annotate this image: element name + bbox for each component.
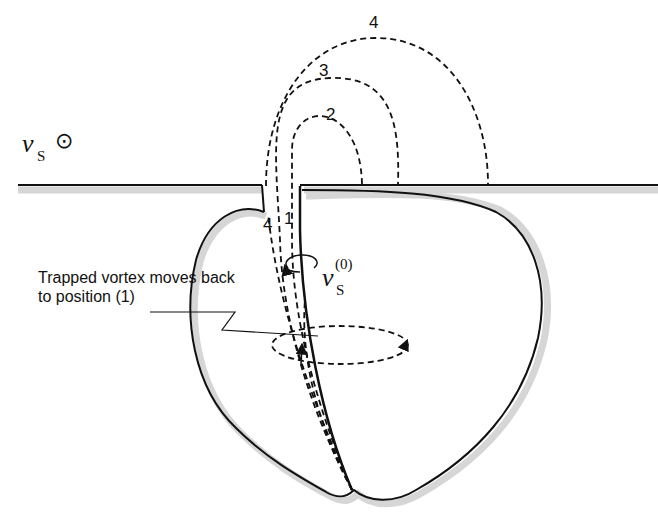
velocity-superscript: (0) xyxy=(335,256,353,273)
velocity-symbol: v xyxy=(22,130,34,159)
out-of-page-symbol: ⊙ xyxy=(55,129,73,153)
callout-number: 4 xyxy=(263,216,272,235)
callout-number: 4 xyxy=(369,14,378,33)
annotation-note: Trapped vortex moves back to position (1… xyxy=(38,268,238,306)
trapped-vortex-arrow xyxy=(404,341,407,348)
leader-line xyxy=(150,312,318,336)
velocity-symbol: v xyxy=(322,264,334,293)
callout-number: 1 xyxy=(284,210,293,229)
callout-number: 3 xyxy=(319,62,328,81)
vortex-line xyxy=(300,186,352,490)
container-wall xyxy=(18,185,658,212)
vortex-direction-arrow xyxy=(301,345,302,365)
circulation-loop xyxy=(286,255,317,268)
cavity-outline xyxy=(190,190,541,500)
vortex-positions xyxy=(266,38,488,490)
callout-number: 2 xyxy=(326,106,335,125)
velocity-subscript: S xyxy=(37,148,45,165)
velocity-subscript: S xyxy=(336,282,344,299)
